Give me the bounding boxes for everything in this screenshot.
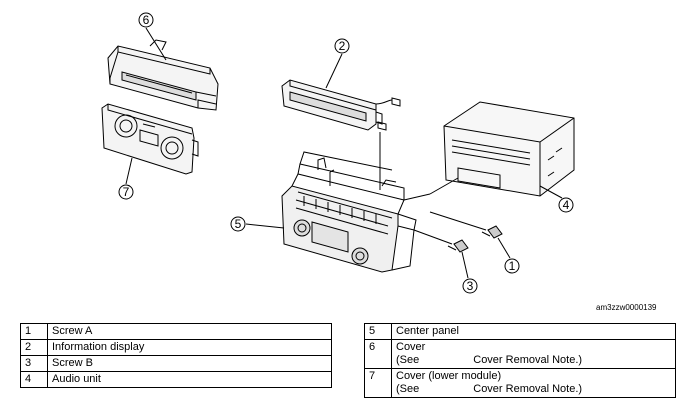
legend-num: 1 [20, 323, 48, 340]
legend-label: Center panel [391, 323, 676, 340]
legend-label: Screw A [47, 323, 332, 340]
legend-label: Audio unit [47, 371, 332, 388]
legend-cell: Cover (See Cover Removal Note.) [391, 339, 676, 369]
screw-a-illustration [429, 211, 503, 239]
table-row: 7 Cover (lower module) (See Cover Removal… [364, 368, 676, 398]
callout-1: 1 [509, 259, 516, 273]
callout-7: 7 [123, 185, 130, 199]
legend-label: Cover (lower module) [396, 370, 502, 382]
legend-label: Screw B [47, 355, 332, 372]
legend-num: 6 [364, 339, 392, 369]
legend-label: Information display [47, 339, 332, 356]
callout-2: 2 [339, 39, 346, 53]
legend-label: Cover [396, 341, 426, 353]
callout-3: 3 [467, 279, 474, 293]
legend-note-prefix: (See [396, 383, 420, 395]
callout-6: 6 [143, 13, 150, 27]
table-row: 3 Screw B [20, 355, 332, 372]
table-row: 2 Information display [20, 339, 332, 356]
center-panel-illustration [281, 132, 431, 273]
legend-note: (See Cover Removal Note.) [396, 383, 671, 396]
exploded-parts-diagram: 6 2 4 5 7 1 3 [101, 12, 575, 294]
table-row: 6 Cover (See Cover Removal Note.) [364, 339, 676, 369]
reference-code: am3zzw0000139 [596, 303, 657, 312]
information-display-illustration [281, 79, 401, 131]
legend-table-left: 1 Screw A 2 Information display 3 Screw … [20, 323, 332, 388]
table-row: 1 Screw A [20, 323, 332, 340]
cover-removal-note-link[interactable]: Cover Removal Note.) [473, 383, 583, 395]
cover-lower-module-illustration [101, 103, 199, 175]
table-row: 4 Audio unit [20, 371, 332, 388]
audio-unit-illustration [429, 101, 575, 197]
legend-note: (See Cover Removal Note.) [396, 354, 671, 367]
legend-num: 2 [20, 339, 48, 356]
callout-5: 5 [235, 217, 242, 231]
table-row: 5 Center panel [364, 323, 676, 340]
legend-num: 4 [20, 371, 48, 388]
cover-part-illustration [107, 39, 219, 111]
callout-4: 4 [563, 198, 570, 212]
cover-removal-note-link[interactable]: Cover Removal Note.) [473, 354, 583, 366]
legend-num: 3 [20, 355, 48, 372]
legend-num: 7 [364, 368, 392, 398]
screw-b-illustration [413, 229, 469, 253]
legend-num: 5 [364, 323, 392, 340]
legend-cell: Cover (lower module) (See Cover Removal N… [391, 368, 676, 398]
legend-note-prefix: (See [396, 354, 420, 366]
